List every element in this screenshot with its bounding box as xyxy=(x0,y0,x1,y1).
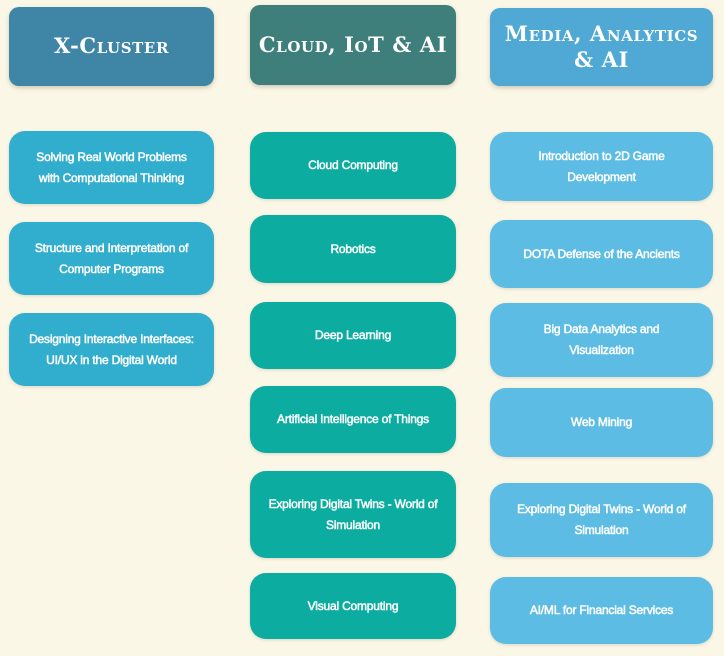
column-media-analytics-ai: Media, Analytics & AI Introduction to 2D… xyxy=(490,0,713,656)
course-card[interactable]: Designing Interactive Interfaces: UI/UX … xyxy=(9,313,214,386)
column-x-cluster: X-Cluster Solving Real World Problems wi… xyxy=(9,0,214,656)
course-card[interactable]: Solving Real World Problems with Computa… xyxy=(9,131,214,204)
category-header-media-analytics-ai: Media, Analytics & AI xyxy=(490,8,713,86)
course-card[interactable]: Big Data Analytics and Visualization xyxy=(490,303,713,377)
course-card[interactable]: DOTA Defense of the Ancients xyxy=(490,220,713,288)
course-card[interactable]: Web Mining xyxy=(490,388,713,457)
category-header-x-cluster: X-Cluster xyxy=(9,7,214,86)
course-card[interactable]: Cloud Computing xyxy=(250,132,456,199)
course-card[interactable]: Exploring Digital Twins - World of Simul… xyxy=(490,483,713,557)
course-card[interactable]: AI/ML for Financial Services xyxy=(490,577,713,644)
category-header-cloud-iot-ai: Cloud, IoT & AI xyxy=(250,5,456,85)
course-card[interactable]: Visual Computing xyxy=(250,573,456,639)
course-card[interactable]: Artificial Intelligence of Things xyxy=(250,386,456,453)
course-card[interactable]: Deep Learning xyxy=(250,302,456,369)
course-card[interactable]: Exploring Digital Twins - World of Simul… xyxy=(250,471,456,558)
course-card[interactable]: Robotics xyxy=(250,215,456,283)
course-card[interactable]: Structure and Interpretation of Computer… xyxy=(9,222,214,295)
course-card[interactable]: Introduction to 2D Game Development xyxy=(490,132,713,201)
column-cloud-iot-ai: Cloud, IoT & AI Cloud Computing Robotics… xyxy=(250,0,456,656)
